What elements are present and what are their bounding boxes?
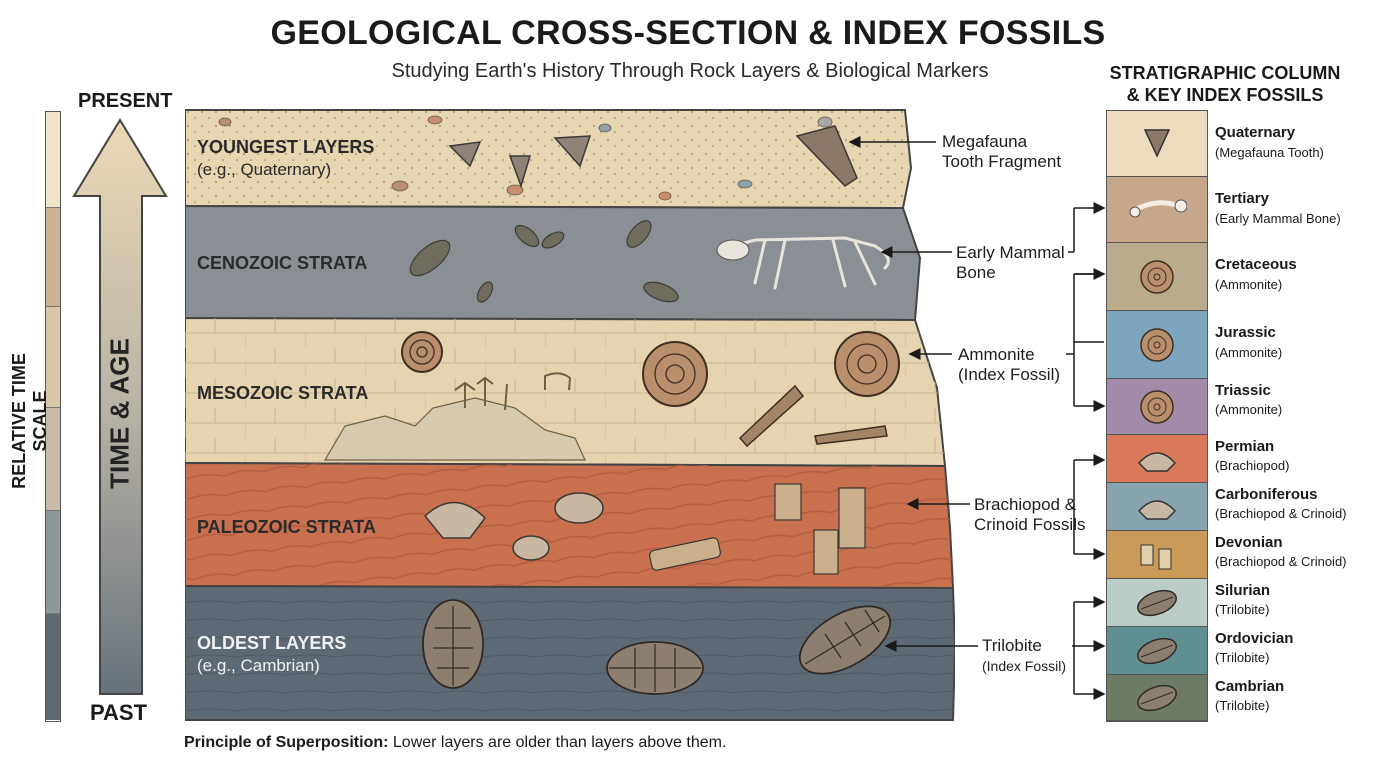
callout-megafauna: Megafauna Tooth Fragment: [942, 132, 1061, 172]
column-fossil-label: (Trilobite): [1215, 650, 1270, 665]
footer-text: Lower layers are older than layers above…: [388, 734, 727, 751]
column-period-label: Ordovician: [1215, 630, 1294, 647]
column-cell-permian: [1107, 435, 1207, 483]
column-cell-jurassic: [1107, 311, 1207, 379]
callout-ammonite: Ammonite (Index Fossil): [958, 345, 1060, 385]
column-cell-cambrian: [1107, 675, 1207, 721]
column-cell-silurian: [1107, 579, 1207, 627]
cross-section: [185, 109, 955, 721]
callout-ammonite-line1: Ammonite: [958, 345, 1035, 364]
column-cell-tertiary: [1107, 177, 1207, 243]
callout-megafauna-line1: Megafauna: [942, 132, 1028, 151]
callout-brachiopod: Brachiopod & Crinoid Fossils: [974, 495, 1085, 535]
column-fossil-label: (Early Mammal Bone): [1215, 211, 1341, 226]
column-period-label: Permian: [1215, 438, 1275, 455]
column-cell-cretaceous: [1107, 243, 1207, 311]
column-period-label: Quaternary: [1215, 124, 1296, 141]
column-fossil-label: (Ammonite): [1215, 277, 1283, 292]
layer-label-youngest: YOUNGEST LAYERS: [197, 137, 375, 157]
layer-label-oldest: OLDEST LAYERS: [197, 633, 347, 653]
layer-label-mesozoic: MESOZOIC STRATA: [197, 383, 369, 403]
layer-sub-youngest: (e.g., Quaternary): [197, 160, 332, 179]
column-heading: STRATIGRAPHIC COLUMN & KEY INDEX FOSSILS: [1090, 62, 1360, 106]
column-fossil-label: (Trilobite): [1215, 602, 1270, 617]
column-period-label: Carboniferous: [1215, 486, 1318, 503]
column-fossil-label: (Brachiopod & Crinoid): [1215, 554, 1347, 569]
ammonite-icon: [1140, 390, 1174, 424]
column-period-label: Cambrian: [1215, 678, 1285, 695]
present-label: PRESENT: [78, 90, 173, 112]
trilobite-icon: [1137, 637, 1177, 665]
column-period-label: Tertiary: [1215, 190, 1269, 207]
ammonite-icon: [1140, 260, 1174, 294]
time-arrow: [72, 118, 168, 695]
column-heading-line2: & KEY INDEX FOSSILS: [1126, 85, 1324, 105]
tooth-icon: [1143, 129, 1171, 158]
brachiopod-icon: [1137, 452, 1177, 472]
page-title: GEOLOGICAL CROSS-SECTION & INDEX FOSSILS: [270, 14, 1106, 52]
column-period-label: Devonian: [1215, 534, 1283, 551]
past-label: PAST: [90, 700, 148, 725]
callout-mammal-line1: Early Mammal: [956, 243, 1065, 262]
column-period-label: Cretaceous: [1215, 256, 1297, 273]
callout-brachiopod-line1: Brachiopod &: [974, 495, 1077, 514]
page-subtitle: Studying Earth's History Through Rock La…: [391, 60, 989, 82]
trilobite-icon: [1137, 589, 1177, 617]
column-cell-ordovician: [1107, 627, 1207, 675]
column-period-label: Silurian: [1215, 582, 1271, 599]
brachiopod-icon: [1137, 500, 1177, 520]
callout-megafauna-line2: Tooth Fragment: [942, 152, 1062, 171]
column-heading-line1: STRATIGRAPHIC COLUMN: [1109, 63, 1341, 83]
bone-icon: [1129, 199, 1187, 218]
column-fossil-label: (Brachiopod): [1215, 458, 1290, 473]
callout-brachiopod-line2: Crinoid Fossils: [974, 515, 1086, 534]
column-cell-triassic: [1107, 379, 1207, 435]
layer-label-paleozoic: PALEOZOIC STRATA: [197, 517, 376, 537]
callout-trilobite-line2: (Index Fossil): [982, 658, 1067, 674]
layer-cenozoic: [185, 204, 922, 322]
layer-label-cenozoic: CENOZOIC STRATA: [197, 253, 368, 273]
column-fossil-label: (Brachiopod & Crinoid): [1215, 506, 1347, 521]
column-fossil-label: (Megafauna Tooth): [1215, 145, 1324, 160]
crinoid-icon: [1140, 544, 1172, 570]
relative-time-scale-bar: [45, 111, 61, 722]
callout-mammal-line2: Bone: [956, 263, 996, 282]
callout-trilobite: Trilobite (Index Fossil): [982, 636, 1066, 676]
ammonite-icon: [1140, 328, 1174, 362]
column-cell-quaternary: [1107, 111, 1207, 177]
callout-mammal: Early Mammal Bone: [956, 243, 1065, 283]
stratigraphic-column: [1106, 110, 1208, 722]
callout-trilobite-line1: Trilobite: [982, 636, 1042, 655]
footer-bold: Principle of Superposition:: [184, 734, 389, 751]
column-cell-devonian: [1107, 531, 1207, 579]
column-fossil-label: (Trilobite): [1215, 698, 1270, 713]
column-cell-carboniferous: [1107, 483, 1207, 531]
callout-ammonite-line2: (Index Fossil): [958, 365, 1061, 384]
column-fossil-label: (Ammonite): [1215, 345, 1283, 360]
trilobite-icon: [1137, 684, 1177, 712]
column-period-label: Jurassic: [1215, 324, 1276, 341]
column-period-label: Triassic: [1215, 382, 1271, 399]
footer-note: Principle of Superposition: Lower layers…: [184, 734, 726, 752]
column-fossil-label: (Ammonite): [1215, 402, 1283, 417]
layer-sub-oldest: (e.g., Cambrian): [197, 656, 320, 675]
